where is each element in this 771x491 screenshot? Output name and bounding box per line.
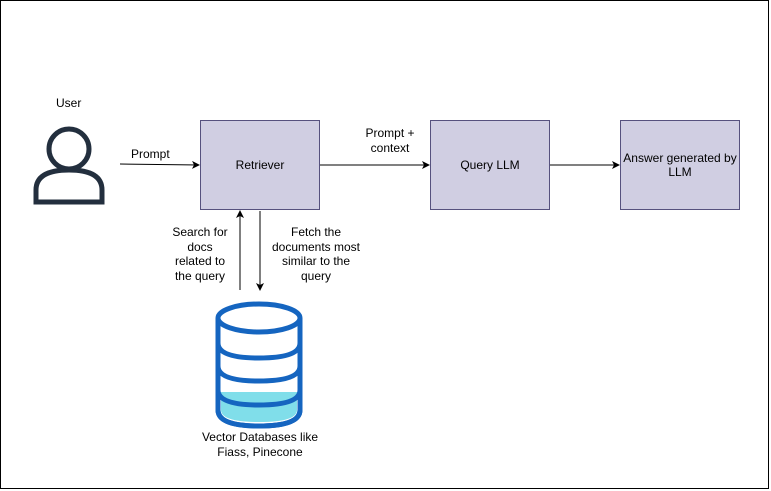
user-label: User	[56, 96, 82, 110]
query-llm-node[interactable]: Query LLM	[430, 120, 550, 210]
retriever-node[interactable]: Retriever	[200, 120, 320, 210]
query-llm-label: Query LLM	[460, 158, 520, 172]
answer-node[interactable]: Answer generated by LLM	[620, 120, 740, 210]
edge-prompt	[119, 160, 200, 169]
vector-db-label: Vector Databases like Fiass, Pinecone	[201, 430, 319, 459]
user-icon	[33, 126, 105, 205]
edge-search-label: Search for docs related to the query	[172, 225, 228, 283]
database-icon	[215, 301, 303, 429]
retriever-label: Retriever	[235, 158, 285, 172]
edge-prompt-label: Prompt	[131, 147, 170, 161]
edge-fetch-label: Fetch the documents most similar to the …	[271, 225, 361, 283]
edge-prompt-context-label: Prompt + context	[365, 126, 415, 155]
answer-label: Answer generated by LLM	[623, 151, 737, 179]
